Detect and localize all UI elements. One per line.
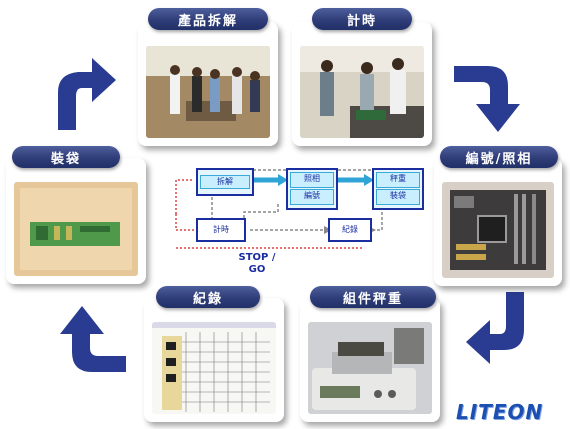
photo-timing-team [300,46,424,138]
arrow-packing-to-disassembly [58,58,116,130]
label-packing: 裝袋 [12,146,120,168]
card-record [144,298,284,422]
photo-people-disassembling [146,46,270,138]
photo-spreadsheet [152,322,276,414]
photo-motherboard [442,182,554,278]
flow-label-photo: 照相 [290,172,334,188]
flow-label-disassemble: 拆解 [200,175,250,189]
label-numbering-photo: 編號/照相 [440,146,558,168]
label-product-disassembly: 產品拆解 [148,8,268,30]
card-numbering-photo [434,158,562,286]
photo-bagged-board [14,182,138,276]
flow-label-number: 編號 [290,189,334,205]
flow-box-timing: 計時 [196,218,246,242]
label-component-weighing: 組件秤重 [310,286,436,308]
flow-box-disassemble: 拆解 [196,168,254,196]
flow-box-photo-number: 照相 編號 [286,168,338,210]
card-timing [292,22,432,146]
stop-go-label: STOP / GO [238,252,276,275]
flow-label-record: 紀錄 [332,224,368,236]
card-product-disassembly [138,22,278,146]
flow-label-pack: 裝袋 [376,189,420,205]
label-timing: 計時 [312,8,412,30]
flow-label-weigh: 秤重 [376,172,420,188]
liteon-logo: LITEON [456,400,544,424]
flow-box-record: 紀錄 [328,218,372,242]
flow-box-weigh-pack: 秤重 裝袋 [372,168,424,210]
card-component-weighing [300,298,440,422]
card-packing [6,158,146,284]
arrow-timing-to-numbering [454,66,520,132]
label-record: 紀錄 [156,286,260,308]
flow-label-timing: 計時 [200,224,242,236]
photo-scale [308,322,432,414]
arrow-numbering-to-weighing [466,292,524,364]
arrow-record-to-packing [60,306,126,372]
